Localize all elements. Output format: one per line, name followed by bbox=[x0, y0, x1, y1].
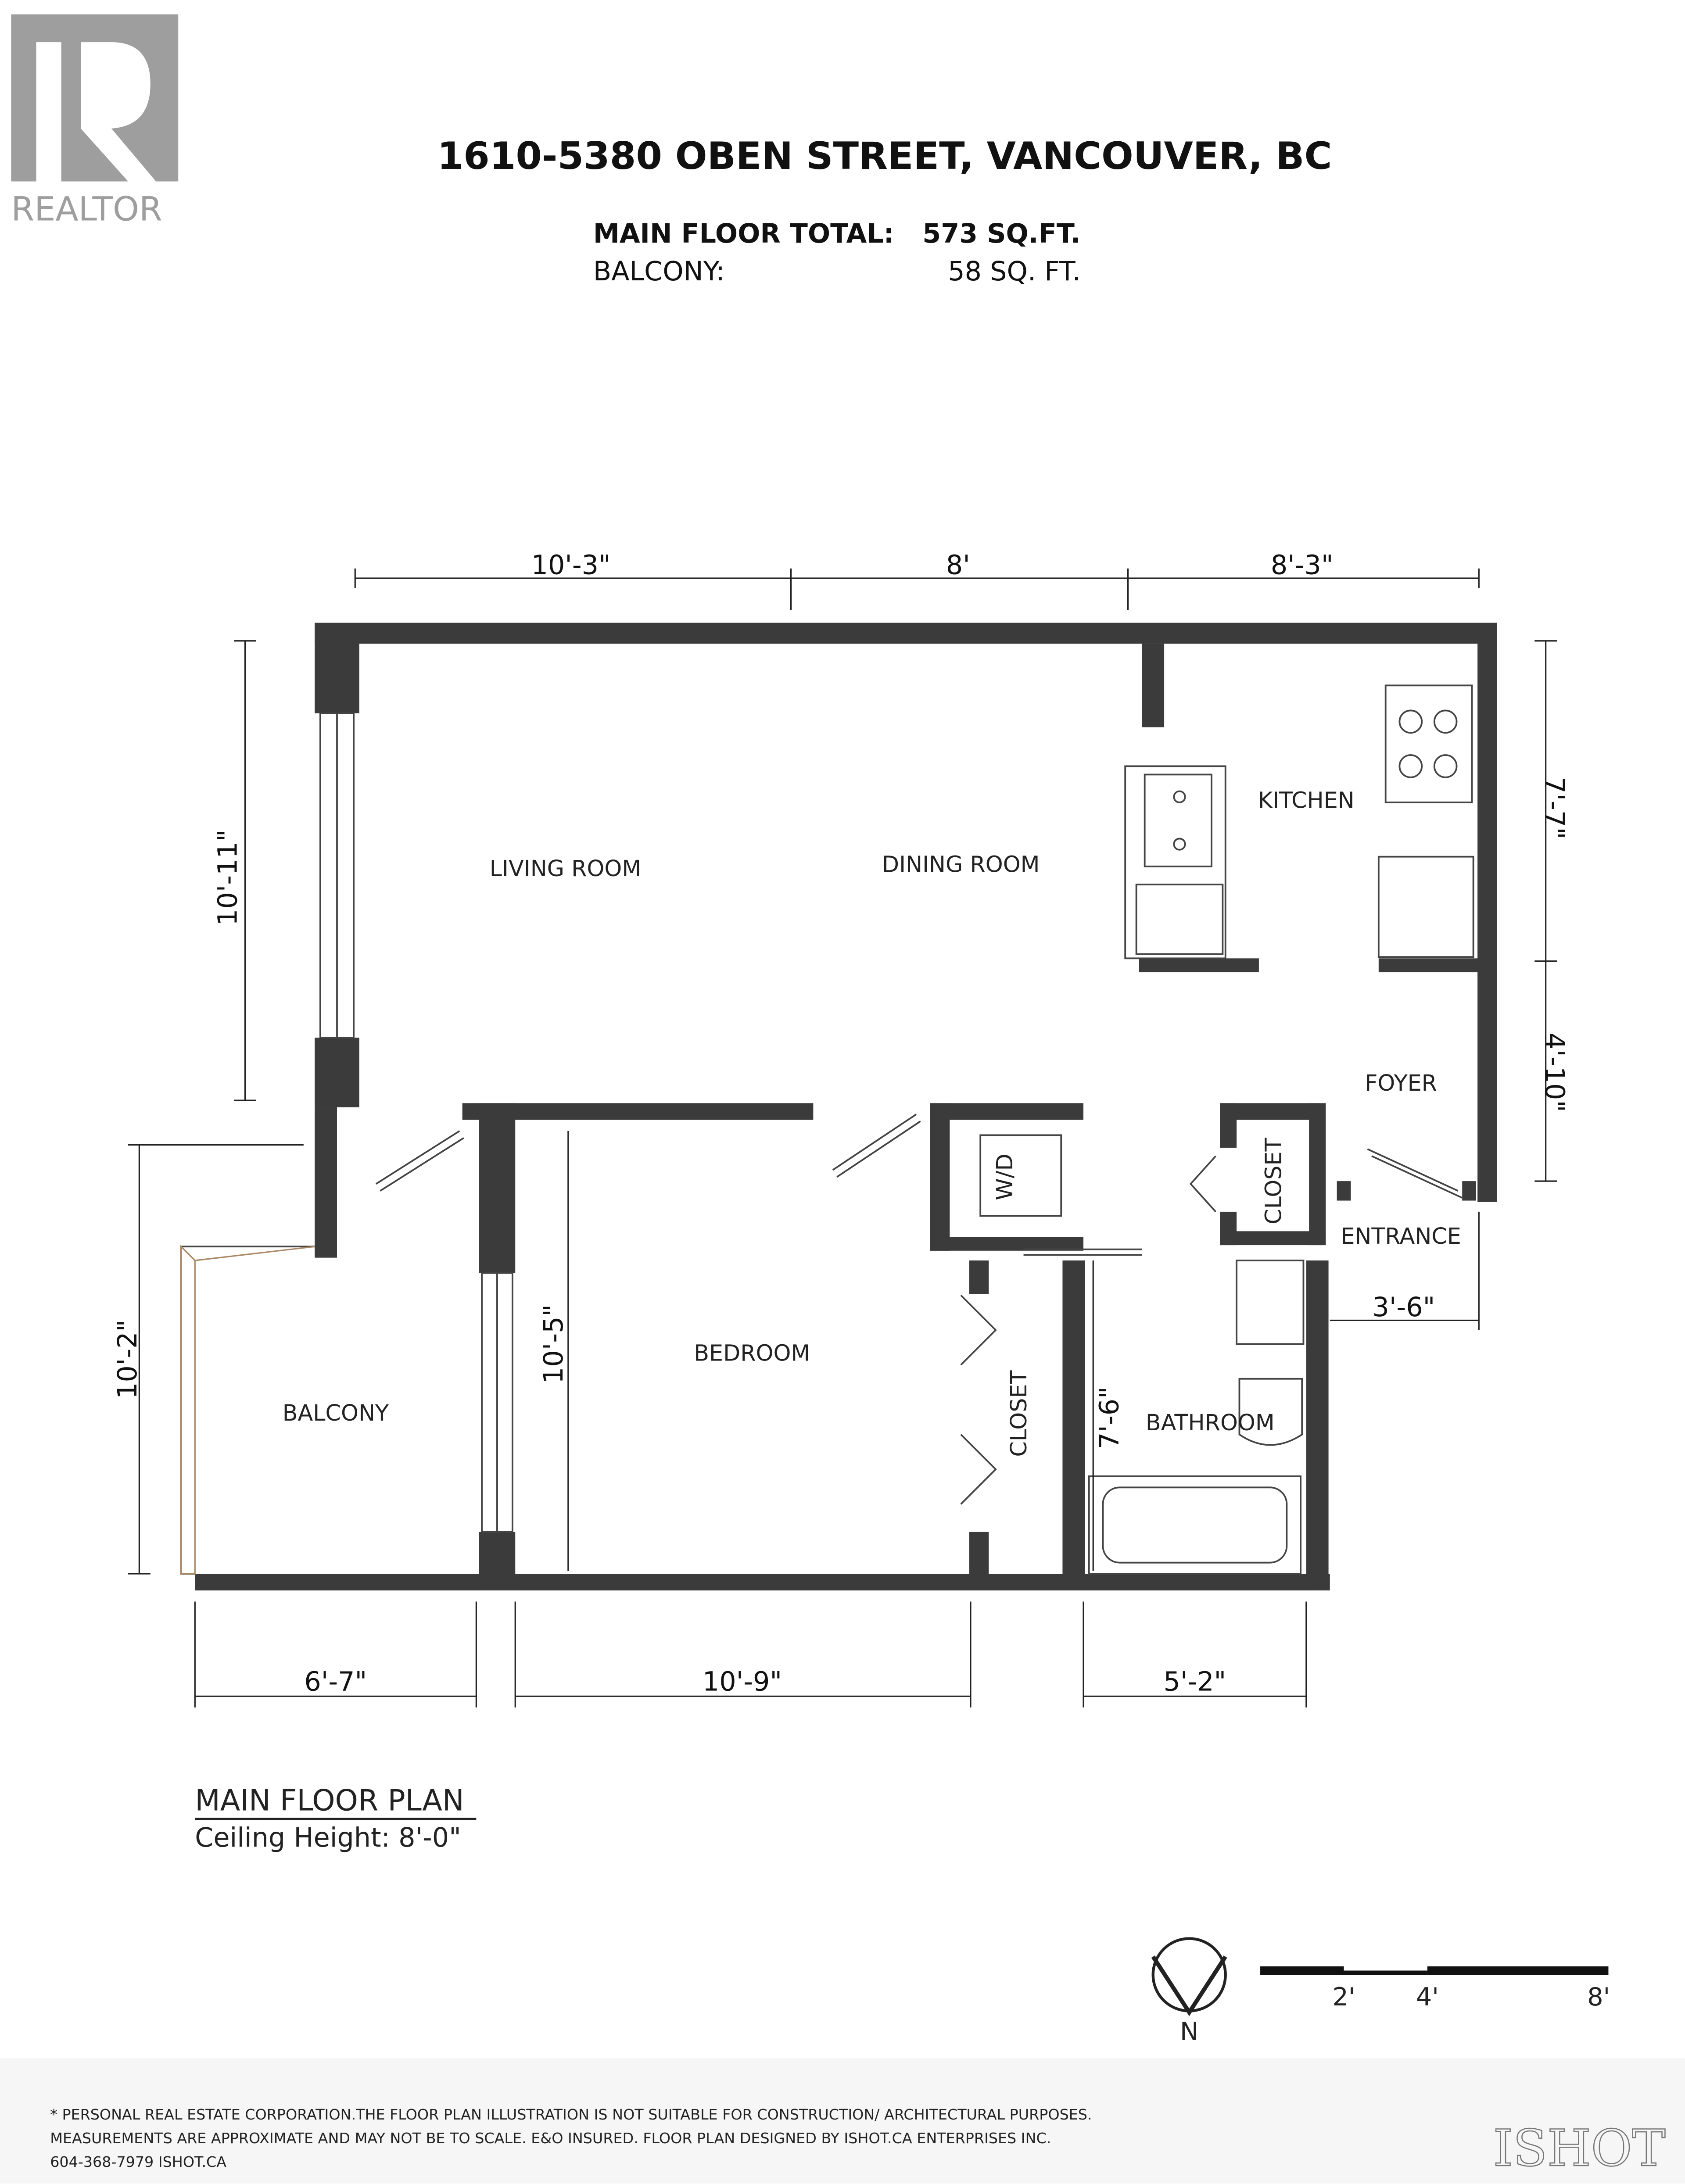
room-living: LIVING ROOM bbox=[490, 856, 641, 881]
dim-top-kitchen: 8'-3" bbox=[1271, 550, 1334, 580]
main-floor-label: MAIN FLOOR TOTAL: bbox=[593, 218, 894, 249]
dim-left-living: 10'-11" bbox=[213, 830, 244, 926]
footer-line-3: 604-368-7979 ISHOT.CA bbox=[50, 2153, 226, 2170]
footer-line-2: MEASUREMENTS ARE APPROXIMATE AND MAY NOT… bbox=[50, 2130, 1051, 2147]
fridge bbox=[1377, 856, 1474, 958]
dimension-lines bbox=[128, 568, 1557, 1708]
room-closet-bedroom: CLOSET bbox=[1006, 1370, 1032, 1457]
plan-caption-ceiling: Ceiling Height: 8'-0" bbox=[195, 1822, 461, 1853]
dim-right-foyer: 4'-10" bbox=[1539, 1033, 1570, 1112]
washer-dryer bbox=[979, 1134, 1062, 1217]
scale-bar bbox=[1260, 1966, 1609, 1975]
scale-tick-8: 8' bbox=[1587, 1983, 1610, 2012]
dim-bottom-bathroom: 5'-2" bbox=[1164, 1667, 1226, 1697]
dim-bedroom-height: 10'-5" bbox=[538, 1304, 569, 1384]
room-entrance: ENTRANCE bbox=[1341, 1223, 1461, 1249]
toilet bbox=[1238, 1378, 1303, 1446]
north-arrow-icon bbox=[1151, 1937, 1227, 2016]
room-bathroom: BATHROOM bbox=[1146, 1410, 1275, 1436]
fixtures bbox=[979, 684, 1474, 1575]
bathtub bbox=[1088, 1475, 1302, 1575]
room-bedroom: BEDROOM bbox=[694, 1340, 810, 1366]
dim-top-dining: 8' bbox=[946, 550, 970, 580]
label-wd: W/D bbox=[992, 1153, 1018, 1200]
dim-entrance-width: 3'-6" bbox=[1373, 1292, 1435, 1323]
balcony-area-label: BALCONY: bbox=[593, 256, 725, 287]
main-floor-value: 573 SQ.FT. bbox=[922, 218, 1080, 249]
room-foyer: FOYER bbox=[1365, 1070, 1437, 1096]
address-title: 1610-5380 OBEN STREET, VANCOUVER, BC bbox=[437, 134, 1332, 178]
footer-band bbox=[0, 2058, 1685, 2184]
stove bbox=[1384, 684, 1473, 803]
dim-bottom-balcony: 6'-7" bbox=[304, 1667, 367, 1697]
doors bbox=[375, 1113, 1463, 1505]
north-label: N bbox=[1180, 2017, 1199, 2046]
dim-bottom-bedroom: 10'-9" bbox=[703, 1667, 782, 1697]
walls bbox=[195, 623, 1497, 1591]
windows bbox=[319, 712, 513, 1533]
kitchen-sink-counter bbox=[1124, 765, 1226, 960]
dim-right-kitchen: 7'-7" bbox=[1539, 777, 1570, 839]
room-closet-entry: CLOSET bbox=[1261, 1138, 1287, 1224]
ishot-logo: ISHOT bbox=[1493, 2119, 1666, 2177]
dim-bathroom-height: 7'-6" bbox=[1094, 1386, 1125, 1449]
dim-left-balcony: 10'-2" bbox=[112, 1320, 143, 1399]
room-dining: DINING ROOM bbox=[882, 852, 1040, 877]
footer-line-1: * PERSONAL REAL ESTATE CORPORATION.THE F… bbox=[50, 2106, 1092, 2123]
dim-top-living: 10'-3" bbox=[531, 550, 611, 580]
room-kitchen: KITCHEN bbox=[1258, 788, 1355, 813]
balcony-area-value: 58 SQ. FT. bbox=[948, 256, 1080, 287]
bathroom-vanity bbox=[1236, 1260, 1305, 1345]
balcony-railing bbox=[180, 1245, 315, 1575]
room-balcony: BALCONY bbox=[283, 1400, 389, 1426]
plan-caption-title: MAIN FLOOR PLAN bbox=[195, 1783, 464, 1818]
scale-tick-4: 4' bbox=[1416, 1983, 1439, 2012]
realtor-wordmark: REALTOR bbox=[11, 189, 162, 228]
realtor-logo: REALTOR bbox=[11, 14, 179, 228]
scale-tick-2: 2' bbox=[1332, 1983, 1355, 2012]
